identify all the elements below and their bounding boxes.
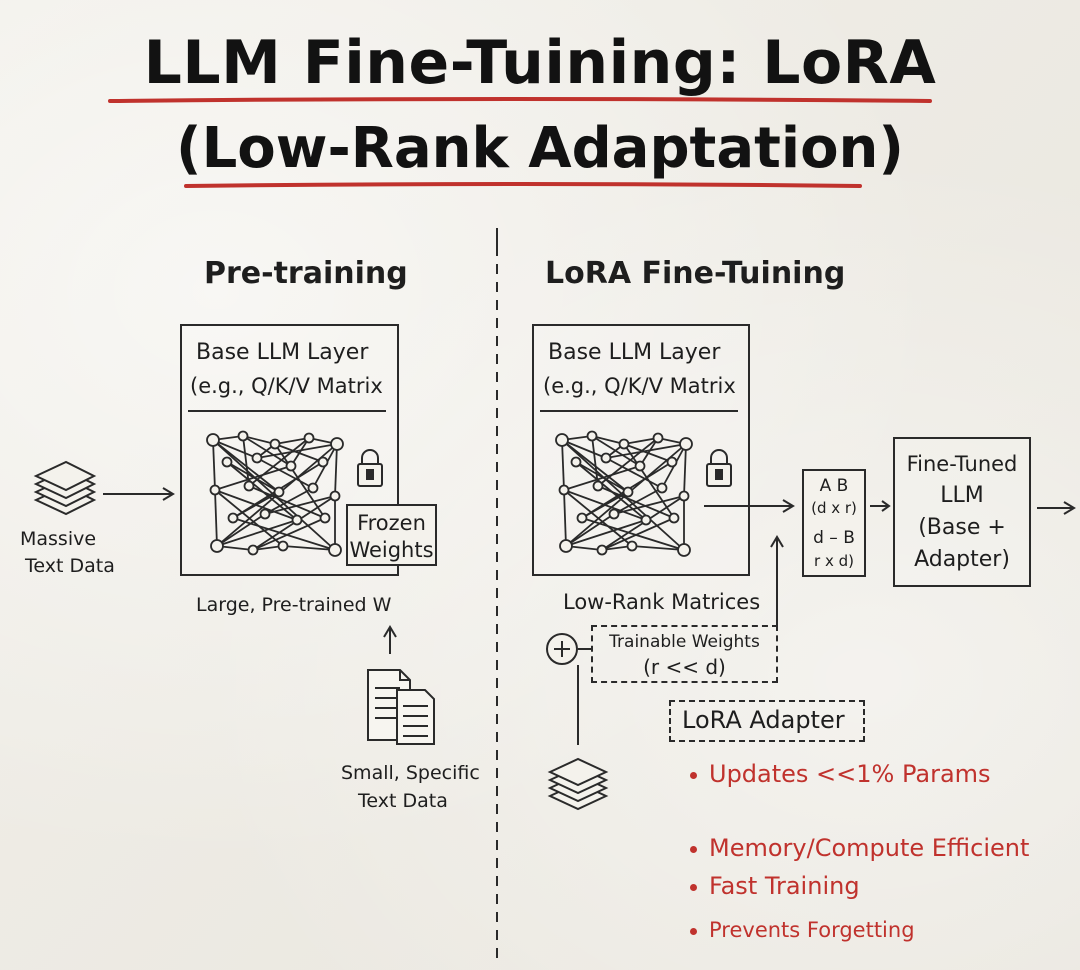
bullet-forgetting-text: Prevents Forgetting [709, 918, 915, 942]
fine-tuned-llm-box: Fine-Tuned LLM (Base + Adapter) [893, 437, 1031, 587]
lora-heading: LoRA Fine-Tuining [545, 256, 846, 291]
arrow-small-data-up [383, 625, 397, 654]
arrow-input-to-layer [103, 487, 175, 501]
arrow-matrices-to-output [870, 500, 891, 512]
pretraining-layer-title: Base LLM Layer [196, 340, 369, 365]
bullet-efficient: Memory/Compute Efficient [690, 834, 1029, 862]
output-line-1: Fine-Tuned [906, 452, 1018, 476]
matrix-ab-box: A B (d x r) d – B r x d) [802, 469, 866, 577]
bullet-updates-text: Updates <<1% Params [709, 760, 991, 788]
title-line-1: LLM Fine-Tuining: LoRA [143, 28, 937, 98]
data-stack-icon [33, 460, 97, 516]
arrow-layer-to-matrices [704, 499, 795, 513]
lock-icon [706, 449, 732, 487]
pretraining-heading: Pre-training [204, 256, 408, 291]
output-line-3: (Base + [918, 515, 1006, 540]
matrix-d-minus-b: d – B [813, 528, 855, 548]
low-rank-caption: Low-Rank Matrices [563, 590, 761, 614]
title-underline-1 [108, 97, 932, 103]
arrow-output [1037, 501, 1076, 515]
arrow-trainable-up [770, 535, 784, 625]
title-line-2: (Low-Rank Adaptation) [176, 116, 904, 181]
output-line-4: Adapter) [914, 547, 1010, 572]
frozen-line-2: Weights [349, 538, 434, 562]
lora-adapter-box: LoRA Adapter [669, 700, 865, 742]
trainable-line-1: Trainable Weights [609, 632, 760, 652]
neural-network-icon [206, 430, 344, 557]
matrix-ab-label: A B [819, 476, 849, 496]
massive-data-line-2: Text Data [25, 555, 115, 577]
trainable-line-2: (r << d) [643, 655, 726, 679]
matrix-dims-1: (d x r) [811, 499, 857, 517]
lora-adapter-label: LoRA Adapter [682, 706, 845, 734]
bullet-updates: Updates <<1% Params [690, 760, 991, 788]
lora-layer-subtitle: (e.g., Q/K/V Matrix [543, 374, 736, 398]
bullet-forgetting: Prevents Forgetting [690, 918, 915, 942]
pretrained-caption: Large, Pre-trained W [196, 594, 392, 616]
frozen-line-1: Frozen [357, 511, 426, 535]
bullet-dot-icon [690, 883, 697, 891]
lock-icon [357, 449, 383, 487]
bullet-fast-text: Fast Training [709, 872, 860, 900]
title-underline-2 [184, 182, 862, 188]
output-line-2: LLM [940, 483, 984, 508]
massive-data-line-1: Massive [20, 528, 97, 550]
small-data-line-1: Small, Specific [341, 762, 480, 784]
neural-network-icon [555, 430, 693, 557]
data-stack-icon [547, 757, 609, 811]
frozen-weights-box: Frozen Weights [346, 504, 437, 566]
matrix-dims-2: r x d) [814, 552, 854, 570]
trainable-weights-box: Trainable Weights (r << d) [591, 625, 778, 683]
bullet-dot-icon [690, 845, 697, 853]
pretraining-layer-subtitle: (e.g., Q/K/V Matrix [190, 374, 383, 398]
small-data-line-2: Text Data [358, 790, 448, 812]
bullet-efficient-text: Memory/Compute Efficient [709, 834, 1030, 862]
bullet-fast: Fast Training [690, 872, 860, 900]
lora-layer-title: Base LLM Layer [548, 340, 721, 365]
bullet-dot-icon [690, 771, 697, 779]
documents-icon [367, 669, 435, 745]
plus-circle-icon [546, 633, 578, 665]
bullet-dot-icon [690, 927, 697, 935]
